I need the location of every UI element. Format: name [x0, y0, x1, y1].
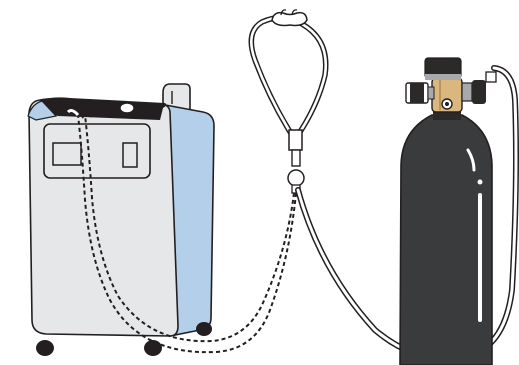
- flow-meter: [122, 142, 138, 168]
- oxygen-outlet: [119, 102, 135, 114]
- cylinder-body: [399, 114, 493, 365]
- tubing-connector: [291, 149, 301, 167]
- wheel-front-right: [144, 340, 162, 356]
- control-panel: [43, 123, 151, 179]
- nasal-cannula: [248, 9, 329, 194]
- concentrator-handle: [162, 83, 191, 111]
- wheel-front-left: [36, 340, 54, 356]
- nasal-prongs: [271, 11, 308, 27]
- regulator-outlet: [461, 82, 473, 102]
- oxygen-concentrator: [27, 83, 215, 356]
- concentrator-top: [40, 97, 167, 120]
- tubing-junction: [287, 169, 305, 187]
- wheel-back: [196, 322, 212, 336]
- oxygen-cylinder: [399, 57, 497, 365]
- cylinder-highlight-dot: [477, 179, 483, 185]
- cylinder-tubing: [295, 65, 519, 362]
- concentrator-tubing: [66, 109, 297, 354]
- tubing-slider: [288, 129, 303, 151]
- display-window: [52, 142, 82, 166]
